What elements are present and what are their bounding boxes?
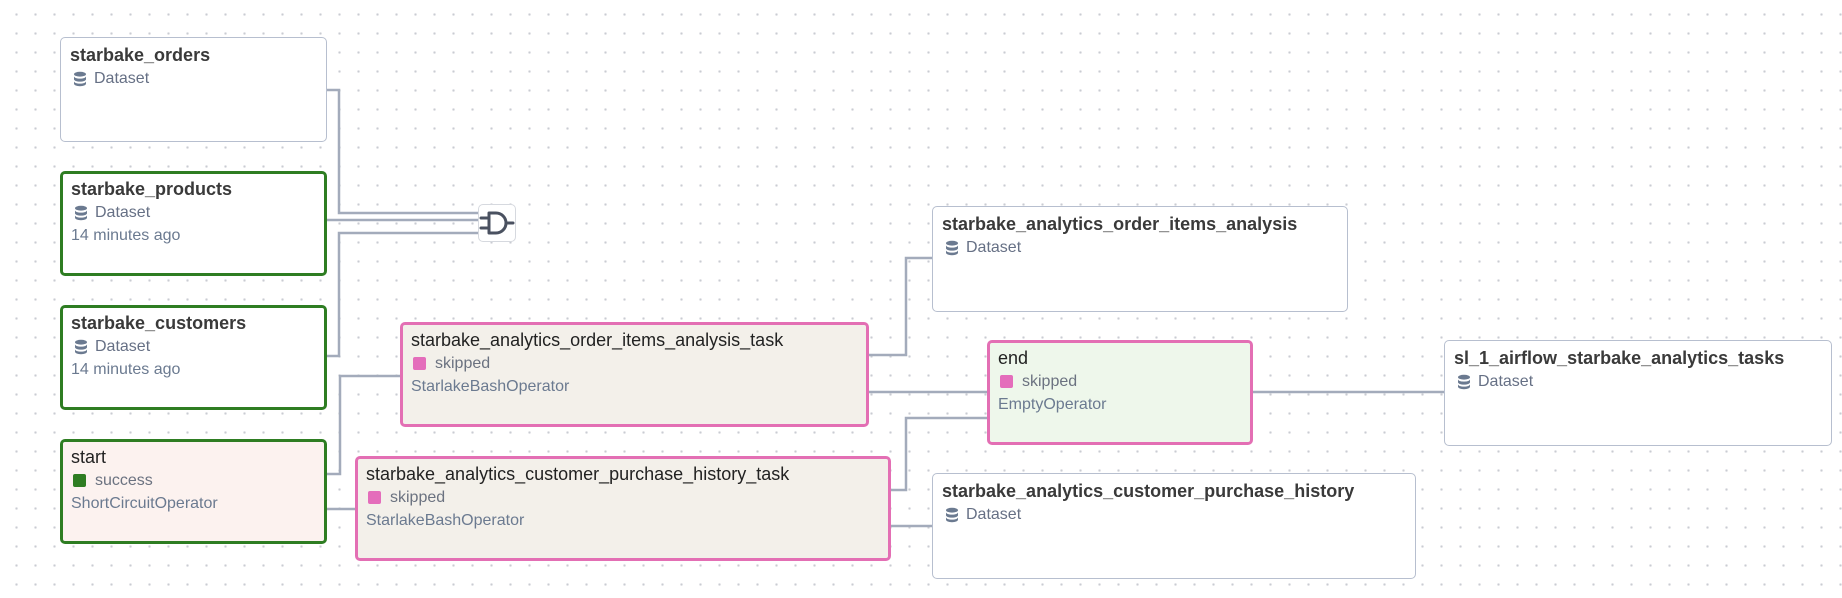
database-icon [946,240,958,255]
task-state-row: success [71,469,316,492]
node-type-row: Dataset [942,236,1338,259]
task-state-label: skipped [1022,373,1078,390]
dataset-node-customer-purchase-history[interactable]: starbake_analytics_customer_purchase_his… [932,473,1416,579]
node-title: end [998,348,1029,368]
database-icon [74,71,86,86]
database-icon [75,339,87,354]
node-title: starbake_customers [71,313,247,333]
dataset-node-sl-airflow-starbake-analytics-tasks[interactable]: sl_1_airflow_starbake_analytics_tasks Da… [1444,340,1832,446]
dataset-node-starbake-products[interactable]: starbake_products Dataset 14 minutes ago [60,171,327,276]
task-node-end[interactable]: end skipped EmptyOperator [987,340,1253,445]
dataset-node-starbake-customers[interactable]: starbake_customers Dataset 14 minutes ag… [60,305,327,410]
node-title: starbake_analytics_order_items_analysis [942,214,1298,234]
task-node-order-items-analysis-task[interactable]: starbake_analytics_order_items_analysis_… [400,322,869,427]
edge-order-items-task-dataset [869,256,932,357]
node-type-label: Dataset [94,70,150,87]
skipped-state-square-icon [1000,375,1013,388]
and-gate-icon [479,211,515,235]
edge-purchase-history-task-end [891,416,988,492]
operator-label: StarlakeBashOperator [366,512,525,529]
edge-orders-gate [326,88,478,215]
node-type-row: Dataset [1454,370,1822,393]
node-title: starbake_analytics_order_items_analysis_… [411,330,784,350]
task-node-customer-purchase-history-task[interactable]: starbake_analytics_customer_purchase_his… [355,456,891,561]
node-type-label: Dataset [966,506,1022,523]
task-state-label: skipped [435,355,491,372]
node-title: starbake_products [71,179,233,199]
database-icon [946,507,958,522]
operator-label: ShortCircuitOperator [71,495,218,512]
dataset-node-starbake-orders[interactable]: starbake_orders Dataset [60,37,327,142]
last-updated-text: 14 minutes ago [71,361,181,378]
operator-label: StarlakeBashOperator [411,378,570,395]
success-state-square-icon [73,474,86,487]
node-title: starbake_analytics_customer_purchase_his… [366,464,790,484]
database-icon [1458,374,1470,389]
node-type-label: Dataset [95,338,151,355]
task-node-start[interactable]: start success ShortCircuitOperator [60,439,327,544]
node-title: starbake_analytics_customer_purchase_his… [942,481,1355,501]
task-state-label: skipped [390,489,446,506]
database-icon [75,205,87,220]
dataset-node-order-items-analysis[interactable]: starbake_analytics_order_items_analysis … [932,206,1348,312]
node-type-row: Dataset [71,201,316,224]
task-state-row: skipped [998,370,1242,393]
node-type-label: Dataset [95,204,151,221]
last-updated-text: 14 minutes ago [71,227,181,244]
node-type-row: Dataset [71,335,316,358]
node-title: starbake_orders [70,45,211,65]
skipped-state-square-icon [413,357,426,370]
node-type-row: Dataset [70,67,317,90]
node-type-row: Dataset [942,503,1406,526]
task-state-label: success [95,472,153,489]
node-title: start [71,447,107,467]
edge-customers-gate [326,231,478,358]
node-type-label: Dataset [1478,373,1534,390]
operator-label: EmptyOperator [998,396,1107,413]
task-state-row: skipped [411,352,858,375]
task-state-row: skipped [366,486,880,509]
and-gate-node[interactable] [478,204,516,242]
node-title: sl_1_airflow_starbake_analytics_tasks [1454,348,1785,368]
skipped-state-square-icon [368,491,381,504]
node-type-label: Dataset [966,239,1022,256]
edge-start-order-items-task [326,374,400,476]
